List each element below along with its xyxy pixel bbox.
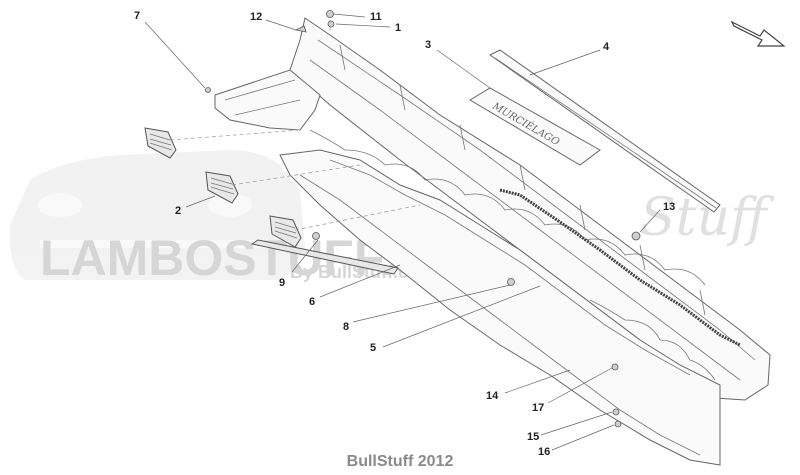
callout-2: 2 [175,205,181,217]
trim-strip [489,49,721,213]
lower-cover-strip [279,149,721,466]
inner-liner [309,129,716,381]
callout-13: 13 [663,201,675,213]
inner-bracket [214,69,321,131]
rocker-panel [289,17,771,401]
callout-17: 17 [532,402,544,414]
rod [250,239,399,275]
fasteners [205,10,641,428]
vent-grille-middle [205,171,239,204]
callout-8: 8 [343,321,349,333]
callout-9: 9 [279,277,285,289]
callout-6: 6 [309,296,315,308]
callout-12: 12 [250,11,262,23]
leader-lines [144,13,661,451]
arrow-icon [730,20,786,47]
callout-16: 16 [538,446,550,458]
callouts: 7 12 11 1 3 4 2 13 9 6 8 5 14 17 15 16 [134,10,675,458]
callout-7: 7 [134,10,140,22]
callout-3: 3 [425,39,431,51]
seal-strip [499,188,741,347]
footer-credit: BullStuff 2012 [347,453,454,470]
callout-5: 5 [370,342,376,354]
alignment-lines [169,20,421,231]
vent-grille-upper [144,127,177,159]
callout-14: 14 [486,390,499,402]
callout-4: 4 [603,41,610,53]
callout-11: 11 [370,11,382,23]
vent-grille-lower [269,215,302,248]
callout-1: 1 [395,22,401,34]
callout-15: 15 [527,431,539,443]
